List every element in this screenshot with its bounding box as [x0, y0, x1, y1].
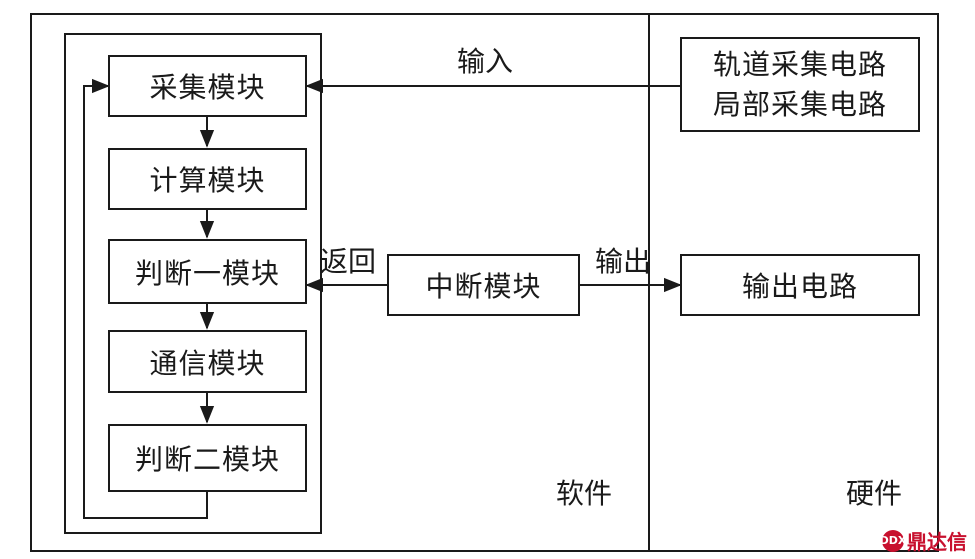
judge2-module-label: 判断二模块	[134, 443, 280, 476]
judge1-module-label: 判断一模块	[134, 256, 280, 290]
output-circuit-box: 输出电路	[680, 254, 920, 316]
input-label: 输入	[457, 45, 514, 78]
return-label: 返回	[320, 245, 377, 278]
compute-module: 计算模块	[108, 148, 307, 210]
watermark-text: 鼎达信	[907, 530, 967, 554]
collect-module: 采集模块	[108, 55, 307, 117]
judge2-module: 判断二模块	[108, 424, 307, 492]
comm-module: 通信模块	[108, 330, 307, 393]
output-circuit-label: 输出电路	[741, 270, 858, 303]
software-label: 软件	[556, 477, 613, 510]
local-collect-circuit-label: 局部采集电路	[712, 87, 887, 121]
collect-circuits-box: 轨道采集电路 局部采集电路	[680, 37, 920, 132]
output-label: 输出	[595, 245, 652, 278]
hardware-label: 硬件	[846, 477, 903, 510]
loop-back-arrow	[83, 78, 208, 519]
judge1-module: 判断一模块	[108, 239, 307, 304]
collect-module-label: 采集模块	[149, 71, 266, 104]
interrupt-module-label: 中断模块	[425, 270, 542, 303]
outer-frame	[30, 13, 939, 552]
comm-module-label: 通信模块	[149, 346, 266, 380]
track-collect-circuit-label: 轨道采集电路	[712, 47, 887, 81]
watermark: DDX 鼎达信	[880, 526, 967, 555]
compute-module-label: 计算模块	[149, 164, 266, 197]
interrupt-module: 中断模块	[387, 254, 580, 316]
watermark-logo-icon: DDX	[880, 529, 906, 552]
